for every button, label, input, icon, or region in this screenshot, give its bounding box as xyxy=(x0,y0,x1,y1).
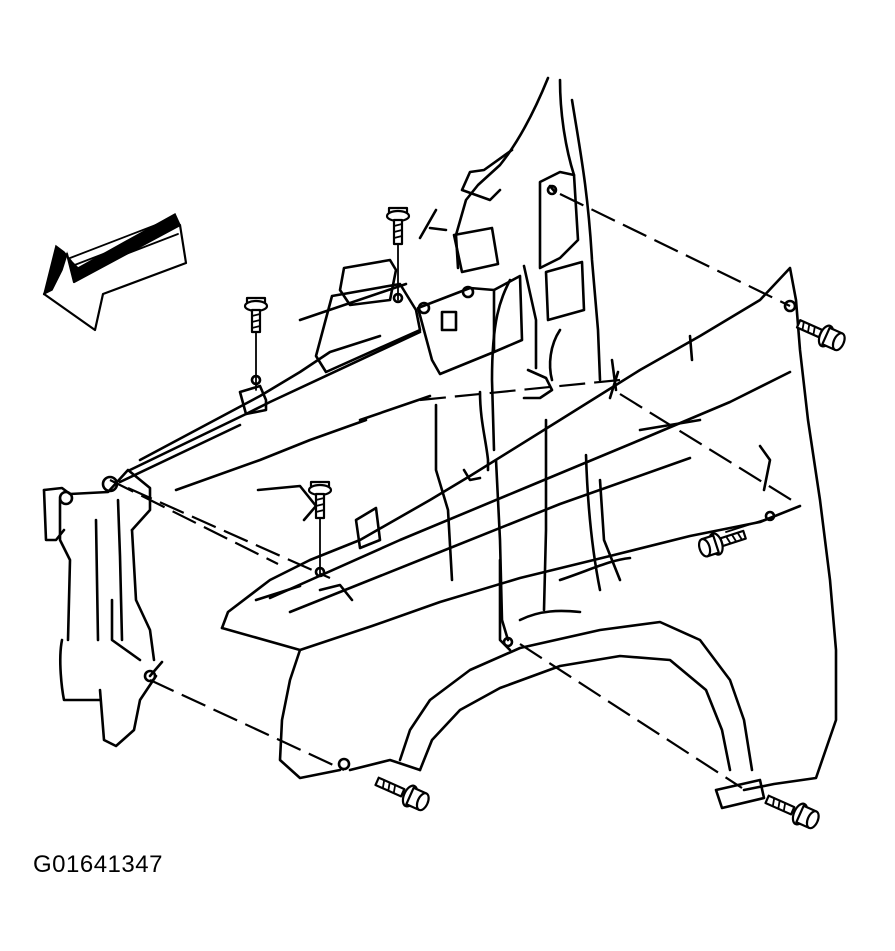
bolt-icon xyxy=(795,319,846,352)
direction-arrow-icon xyxy=(42,212,188,332)
bolt-icon xyxy=(697,529,747,558)
bolt-icon xyxy=(385,206,411,246)
bolt-icon xyxy=(243,296,269,334)
inner-fender xyxy=(256,468,622,652)
fender-upper-rail xyxy=(118,258,432,492)
figure-code: G01641347 xyxy=(33,851,163,878)
mounting-holes xyxy=(143,184,797,771)
hood-hinge-bracket xyxy=(416,274,524,376)
radiator-support xyxy=(42,468,164,748)
alignment-lines xyxy=(109,193,799,789)
hinge-pillar xyxy=(418,76,618,642)
bolt-icon xyxy=(764,794,820,830)
bolt-icon xyxy=(307,480,333,520)
bolt-icon xyxy=(374,776,430,812)
fender-panel xyxy=(220,266,838,810)
